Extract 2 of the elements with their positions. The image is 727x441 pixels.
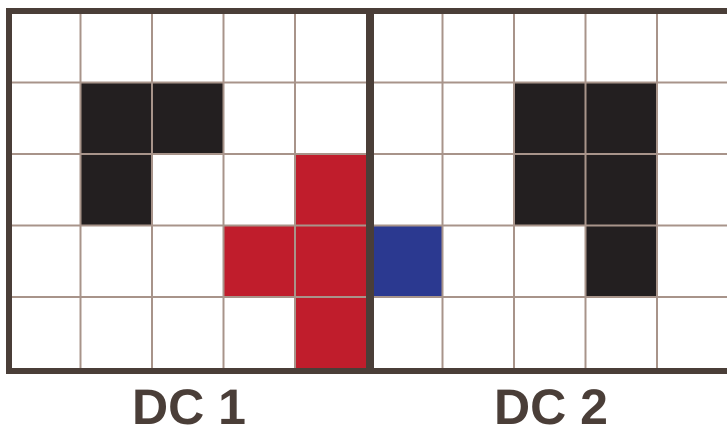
grid-label: DC 2 <box>494 378 608 436</box>
grid-label: DC 1 <box>132 378 246 436</box>
